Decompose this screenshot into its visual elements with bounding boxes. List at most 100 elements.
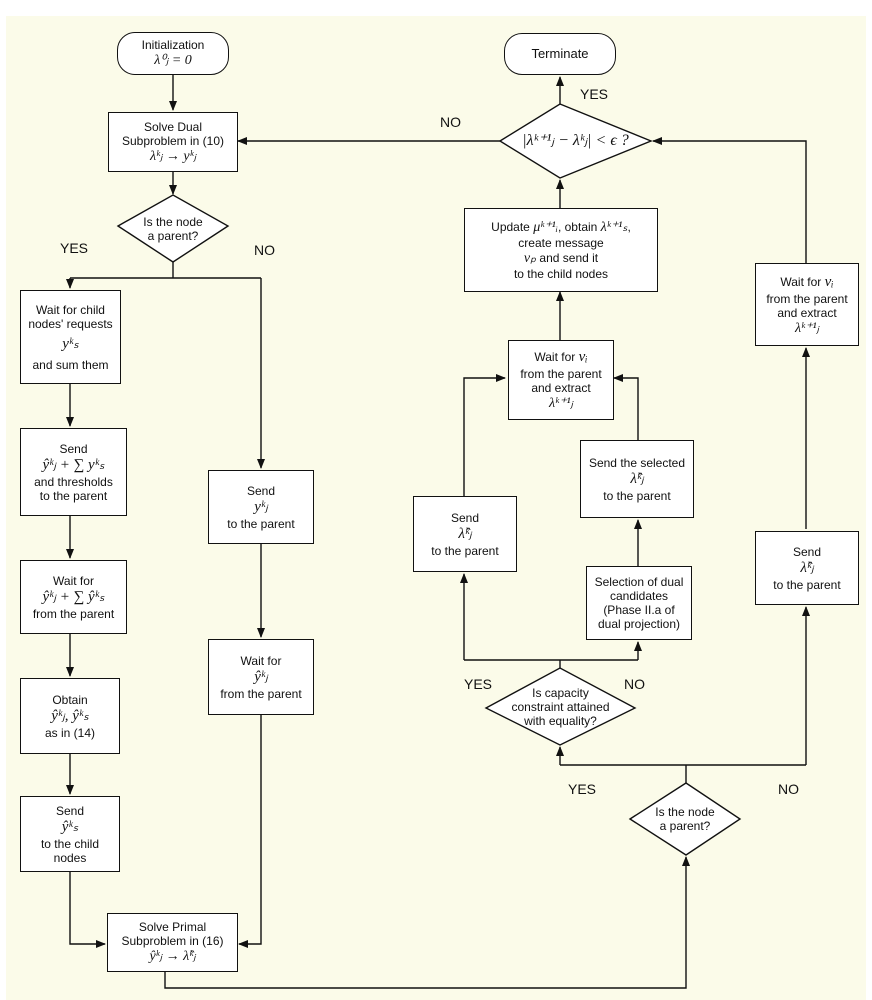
- node-label: create message: [518, 236, 604, 250]
- node-label: and thresholds: [34, 474, 113, 489]
- node-label: from the parent: [32, 606, 115, 621]
- node-label: from the parent: [520, 367, 602, 381]
- solve-primal-node: Solve Primal Subproblem in (16) ŷᵏⱼ → λ̂…: [107, 913, 238, 972]
- node-label: Wait for: [780, 274, 825, 289]
- wait-child-node: Wait for child nodes' requests yᵏₛ and s…: [20, 290, 121, 384]
- label-no-capacity: NO: [624, 676, 645, 692]
- node-formula: vₚ: [523, 251, 537, 266]
- node-formula: λᵏ⁺¹ₛ: [600, 220, 628, 235]
- send-selected-node: Send the selected λ̂ᵏⱼ to the parent: [580, 440, 694, 518]
- node-label: nodes: [53, 850, 87, 865]
- node-label: from the parent: [766, 291, 848, 306]
- node-label: a parent?: [659, 819, 711, 833]
- node-formula: |λᵏ⁺¹ⱼ − λᵏⱼ| < ϵ ?: [522, 132, 629, 149]
- node-label: a parent?: [147, 228, 199, 243]
- diamond-convergence-check: [498, 103, 653, 179]
- label-no-parent-1: NO: [254, 242, 275, 258]
- diamond-parent-check-2: [628, 782, 742, 856]
- wait-vi-right-node: Wait for vᵢ from the parent and extract …: [755, 263, 859, 346]
- label-yes-terminate: YES: [580, 86, 609, 102]
- diamond-parent-check-1: [116, 194, 230, 263]
- label-no-parent-2: NO: [778, 781, 799, 797]
- label-no-convergence: NO: [440, 114, 461, 130]
- parent-check-2-text: Is the node a parent?: [630, 783, 740, 855]
- node-label: Wait for: [534, 350, 579, 364]
- node-label: Send: [792, 544, 822, 559]
- node-label: Wait for child: [36, 302, 105, 317]
- node-formula: vᵢ: [578, 349, 588, 365]
- send-lambda-right-node: Send λ̂ᵏⱼ to the parent: [755, 531, 859, 605]
- convergence-check-text: |λᵏ⁺¹ⱼ − λᵏⱼ| < ϵ ?: [500, 104, 651, 178]
- terminate-node: Terminate: [504, 33, 616, 75]
- update-mu-node: Update μᵏ⁺¹ᵢ, obtain λᵏ⁺¹ₛ, create messa…: [464, 208, 658, 292]
- wait-yhat-node: Wait for ŷᵏⱼ from the parent: [208, 639, 314, 715]
- node-label: (Phase II.a of: [603, 603, 675, 617]
- node-label: , obtain: [557, 220, 601, 234]
- node-label: Send: [450, 510, 480, 525]
- node-formula: λᵏ⁺¹ⱼ: [548, 396, 574, 411]
- node-formula: μᵏ⁺¹ᵢ: [533, 220, 558, 235]
- node-label: Wait for: [53, 573, 94, 588]
- node-label: Update: [491, 220, 534, 234]
- arrow-primal-to-parentq2: [164, 856, 690, 989]
- node-label: dual projection): [597, 617, 681, 631]
- node-label: Is capacity: [532, 685, 589, 700]
- node-formula: λ̂ᵏⱼ: [458, 525, 472, 542]
- update-mu-line1: Update μᵏ⁺¹ᵢ, obtain λᵏ⁺¹ₛ,: [491, 219, 631, 236]
- node-label: Subproblem in (16): [121, 934, 224, 948]
- node-label: Terminate: [531, 46, 589, 61]
- node-label: to the parent: [773, 577, 841, 592]
- node-label: with equality?: [524, 713, 597, 728]
- node-label: to the child: [40, 836, 100, 851]
- parent-check-1-text: Is the node a parent?: [118, 195, 228, 262]
- node-formula: vᵢ: [824, 273, 834, 290]
- node-formula: λᵏ⁺¹ⱼ: [794, 320, 820, 336]
- node-formula: ŷᵏⱼ + ∑ yᵏₛ: [42, 456, 105, 473]
- initialization-node: Initialization λ⁰ⱼ = 0: [117, 32, 229, 75]
- send-sum-node: Send ŷᵏⱼ + ∑ yᵏₛ and thresholds to the p…: [20, 428, 127, 516]
- send-y-parent-node: Send yᵏⱼ to the parent: [208, 470, 314, 544]
- node-label: Selection of dual: [594, 575, 684, 589]
- node-label: to the parent: [39, 488, 108, 503]
- node-label: Initialization: [141, 38, 205, 52]
- node-label: Wait for: [240, 653, 282, 668]
- label-yes-capacity: YES: [464, 676, 493, 692]
- node-label: and sum them: [32, 357, 109, 372]
- node-label: Is the node: [143, 214, 203, 229]
- wait-vi-right-line1: Wait for vᵢ: [780, 273, 833, 292]
- obtain-node: Obtain ŷᵏⱼ, ŷᵏₛ as in (14): [20, 678, 120, 754]
- node-label: Solve Dual: [143, 119, 203, 134]
- diamond-capacity-check: [484, 667, 637, 746]
- node-formula: yᵏⱼ: [254, 498, 268, 515]
- node-formula: ŷᵏⱼ, ŷᵏₛ: [51, 707, 89, 724]
- node-label: to the child nodes: [513, 267, 609, 281]
- send-lambda-left-node: Send λ̂ᵏⱼ to the parent: [413, 496, 517, 572]
- node-label: Is the node: [655, 805, 715, 819]
- wait-parent-sum-node: Wait for ŷᵏⱼ + ∑ ŷᵏₛ from the parent: [20, 560, 127, 634]
- node-label: Solve Primal: [138, 920, 207, 934]
- node-label: Send: [55, 803, 85, 818]
- solve-dual-node: Solve Dual Subproblem in (10) λᵏⱼ → yᵏⱼ: [108, 112, 238, 172]
- send-child-node: Send ŷᵏₛ to the child nodes: [20, 796, 120, 872]
- node-label: and extract: [531, 381, 591, 395]
- node-label: Send: [59, 441, 88, 456]
- node-label: and send it: [536, 251, 599, 265]
- capacity-check-text: Is capacity constraint attained with equ…: [486, 668, 635, 745]
- label-yes-parent-2: YES: [568, 781, 597, 797]
- node-label: Send the selected: [588, 455, 686, 470]
- node-label: ,: [627, 220, 631, 234]
- node-formula: ŷᵏⱼ: [254, 668, 268, 685]
- label-yes-parent-1: YES: [60, 240, 89, 256]
- wait-vi-middle-node: Wait for vᵢ from the parent and extract …: [508, 340, 614, 420]
- node-label: and extract: [777, 305, 837, 320]
- node-formula: ŷᵏₛ: [61, 818, 79, 835]
- node-formula: λ⁰ⱼ = 0: [154, 53, 192, 68]
- node-formula: λ̂ᵏⱼ: [630, 470, 644, 487]
- node-label: from the parent: [220, 686, 302, 701]
- arrow-waityhat-to-primal: [238, 715, 262, 948]
- arrow-waitvi-right-to-conv: [652, 137, 807, 263]
- arrow-sendselected-to-waitvi: [613, 374, 639, 440]
- node-label: candidates: [609, 589, 669, 603]
- arrow-sendlamleft-to-waitvi: [463, 374, 506, 496]
